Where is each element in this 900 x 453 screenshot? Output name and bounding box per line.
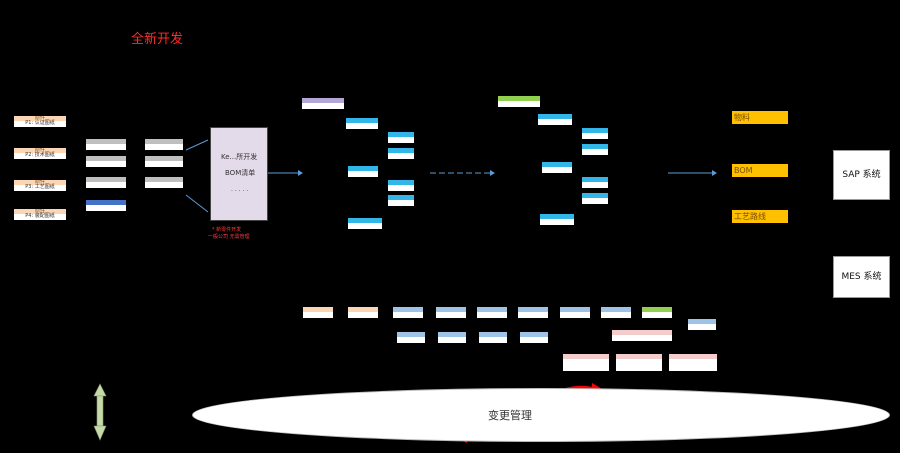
bom-center-box: Ke...所开发 BOM清单 . . . . . — [210, 127, 268, 221]
input-doc-1-label: P1: 认证图纸 — [14, 121, 66, 127]
tree2-leaf — [582, 144, 608, 155]
input-doc-2-tag: 原件 — [14, 148, 66, 153]
arrow-head — [298, 170, 303, 176]
process-node — [518, 307, 548, 318]
connector-line — [185, 139, 209, 151]
input-doc-3: 原件 P3: 工艺图纸 — [14, 180, 66, 191]
tree1-leaf — [388, 148, 414, 159]
bom-center-line1: Ke...所开发 — [221, 153, 258, 161]
process-node — [612, 330, 672, 341]
output-routing: 工艺路线 — [732, 210, 788, 223]
person-row-2 — [145, 156, 183, 167]
page-title: 全新开发 — [131, 32, 184, 47]
input-doc-1: 原件 P1: 认证图纸 — [14, 116, 66, 127]
process-node — [397, 332, 425, 343]
input-doc-4-tag: 原件 — [14, 209, 66, 214]
process-node — [563, 354, 609, 371]
tree1-node — [348, 218, 382, 229]
tree2-leaf — [582, 177, 608, 188]
input-doc-1-tag: 原件 — [14, 116, 66, 121]
bom-note-2: 一般公司 无需管理 — [208, 234, 250, 240]
output-material: 物料 — [732, 111, 788, 124]
process-node — [688, 319, 716, 330]
arrow-head — [490, 170, 495, 176]
tree1-leaf — [388, 132, 414, 143]
input-doc-4-label: P4: 装配图纸 — [14, 214, 66, 220]
mes-system-box: MES 系统 — [833, 256, 890, 298]
process-node — [393, 307, 423, 318]
tree2-root — [498, 96, 540, 107]
input-block-4 — [86, 200, 126, 211]
process-node — [601, 307, 631, 318]
tree1-node — [348, 166, 378, 177]
input-doc-2: 原件 P2: 技术图纸 — [14, 148, 66, 159]
tree2-branches — [517, 104, 582, 221]
tree1-root — [302, 98, 344, 109]
process-node — [520, 332, 548, 343]
bom-note-1: * 新零件开发 — [212, 227, 242, 233]
tree1-leaf — [388, 195, 414, 206]
process-node — [669, 354, 717, 371]
input-block-3 — [86, 177, 126, 188]
tree2-node — [538, 114, 572, 125]
input-block-2 — [86, 156, 126, 167]
process-node — [303, 307, 333, 318]
process-node — [348, 307, 378, 318]
process-node — [642, 307, 672, 318]
tree2-node — [540, 214, 574, 225]
double-arrow-icon — [93, 383, 107, 441]
input-block-1 — [86, 139, 126, 150]
tree1-node — [346, 118, 378, 129]
connector-line — [185, 194, 209, 213]
bom-center-line2: BOM清单 — [225, 169, 256, 177]
output-bom: BOM — [732, 164, 788, 177]
tree1-branches — [323, 107, 388, 225]
process-node — [616, 354, 662, 371]
process-node — [479, 332, 507, 343]
process-node — [477, 307, 507, 318]
change-management-ellipse — [192, 388, 890, 442]
person-row-1 — [145, 139, 183, 150]
arrow-head — [712, 170, 717, 176]
process-node — [438, 332, 466, 343]
input-doc-2-label: P2: 技术图纸 — [14, 153, 66, 159]
input-doc-3-tag: 原件 — [14, 180, 66, 185]
process-node — [436, 307, 466, 318]
person-row-3 — [145, 177, 183, 188]
tree2-node — [542, 162, 572, 173]
tree2-leaf — [582, 193, 608, 204]
input-doc-3-label: P3: 工艺图纸 — [14, 185, 66, 191]
tree1-leaf — [388, 180, 414, 191]
sap-system-box: SAP 系统 — [833, 150, 890, 200]
change-management-label: 变更管理 — [488, 409, 532, 422]
process-node — [560, 307, 590, 318]
input-doc-4: 原件 P4: 装配图纸 — [14, 209, 66, 220]
tree2-leaf — [582, 128, 608, 139]
